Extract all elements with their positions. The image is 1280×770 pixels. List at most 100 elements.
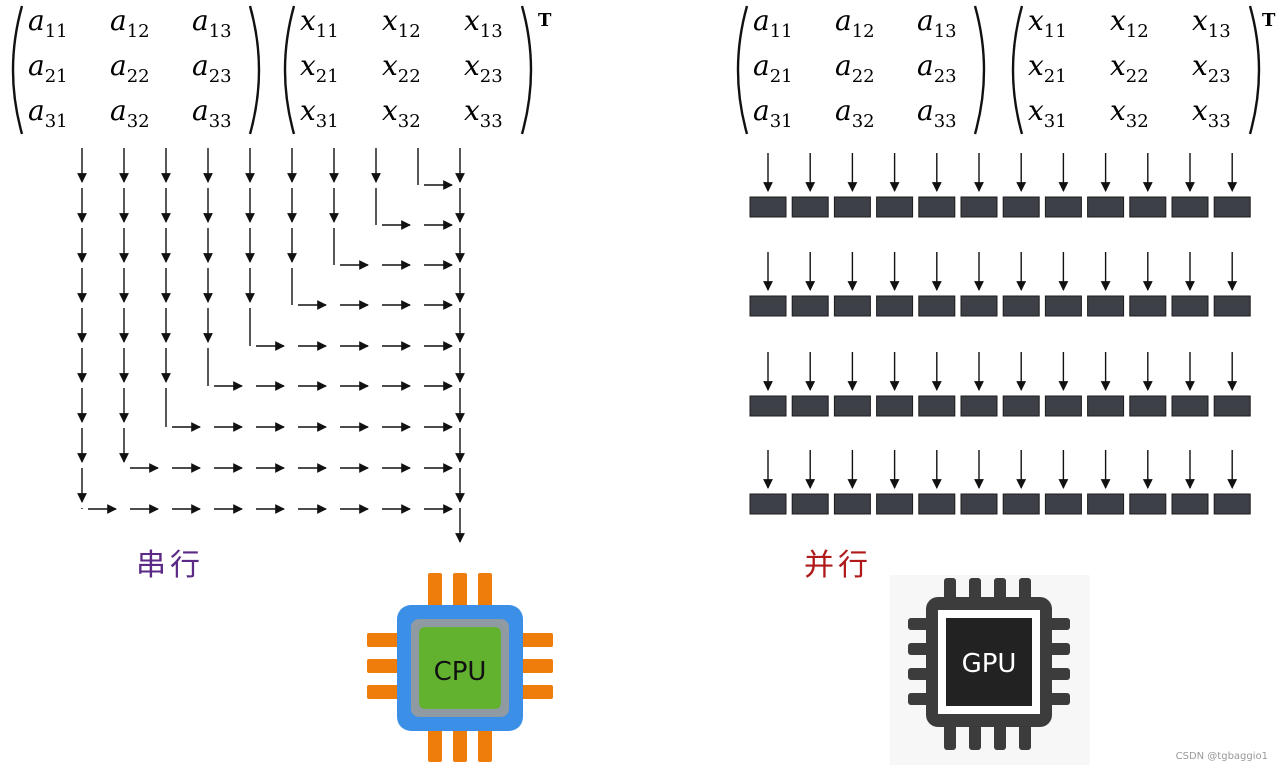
matrix-entry: x32 — [382, 94, 421, 132]
gpu-core-block — [1171, 493, 1209, 515]
matrix-entry: a33 — [192, 94, 232, 132]
gpu-core-block — [1171, 196, 1209, 218]
gpu-core-block — [918, 493, 956, 515]
gpu-core-block — [1002, 395, 1040, 417]
gpu-core-block — [1129, 196, 1167, 218]
gpu-core-block — [1171, 395, 1209, 417]
matrix-left-paren — [1011, 5, 1024, 135]
gpu-core-block — [1087, 493, 1125, 515]
gpu-core-block — [1213, 295, 1251, 317]
matrix-entry: x22 — [1110, 49, 1149, 87]
gpu-core-block — [749, 295, 787, 317]
gpu-core-block — [1002, 196, 1040, 218]
matrix-entry: x23 — [464, 49, 503, 87]
gpu-core-block — [791, 493, 829, 515]
matrix-entry: x12 — [382, 4, 421, 42]
matrix-entry: a12 — [835, 4, 875, 42]
gpu-core-block — [1044, 395, 1082, 417]
gpu-core-block — [960, 196, 998, 218]
cpu-chip-icon: CPU — [367, 573, 553, 762]
gpu-core-block — [960, 493, 998, 515]
matrix-entry: a32 — [110, 94, 150, 132]
gpu-core-block — [791, 395, 829, 417]
gpu-core-block — [960, 295, 998, 317]
matrix-entry: a32 — [835, 94, 875, 132]
matrix-entry: x11 — [300, 4, 339, 42]
matrix-entry: a12 — [110, 4, 150, 42]
matrix-entry: x12 — [1110, 4, 1149, 42]
gpu-core-block — [1087, 395, 1125, 417]
matrix-entry: a13 — [917, 4, 957, 42]
gpu-core-block — [918, 395, 956, 417]
gpu-core-block — [1213, 196, 1251, 218]
gpu-core-block — [749, 196, 787, 218]
gpu-chip-label: GPU — [962, 649, 1017, 679]
matrix-right-paren — [1248, 5, 1261, 135]
gpu-core-block — [918, 196, 956, 218]
gpu-core-block — [833, 395, 871, 417]
matrix-entry: a11 — [28, 4, 68, 42]
matrix-entry: x33 — [1192, 94, 1231, 132]
matrix-left-paren — [736, 5, 749, 135]
matrix-entry: x23 — [1192, 49, 1231, 87]
gpu-core-block — [876, 493, 914, 515]
matrix-left-paren — [283, 5, 296, 135]
gpu-core-block — [749, 493, 787, 515]
matrix-entry: a21 — [753, 49, 793, 87]
left-transpose-mark: T — [538, 10, 552, 31]
matrix-entry: a31 — [753, 94, 793, 132]
matrix-entry: a21 — [28, 49, 68, 87]
matrix-entry: a11 — [753, 4, 793, 42]
matrix-entry: x31 — [300, 94, 339, 132]
matrix-entry: a22 — [835, 49, 875, 87]
gpu-core-block — [1044, 196, 1082, 218]
gpu-core-block — [833, 196, 871, 218]
gpu-core-block — [791, 295, 829, 317]
parallel-label: 并行 — [804, 548, 872, 583]
gpu-core-block — [1044, 295, 1082, 317]
gpu-core-block — [1087, 196, 1125, 218]
gpu-core-block — [833, 493, 871, 515]
gpu-core-block — [1044, 493, 1082, 515]
matrix-entry: a33 — [917, 94, 957, 132]
matrix-right-paren — [520, 5, 533, 135]
gpu-core-block — [791, 196, 829, 218]
gpu-chip-icon: GPU — [890, 575, 1090, 765]
matrix-right-paren — [973, 5, 986, 135]
gpu-core-block — [833, 295, 871, 317]
matrix-entry: a13 — [192, 4, 232, 42]
parallel-core-grid — [749, 153, 1251, 515]
gpu-core-block — [1213, 395, 1251, 417]
gpu-core-block — [1171, 295, 1209, 317]
matrix-entry: x13 — [1192, 4, 1231, 42]
gpu-core-block — [1129, 493, 1167, 515]
gpu-core-block — [1002, 295, 1040, 317]
gpu-core-block — [876, 196, 914, 218]
matrix-entry: x31 — [1028, 94, 1067, 132]
matrix-entry: a23 — [917, 49, 957, 87]
gpu-core-block — [876, 395, 914, 417]
matrix-entry: x21 — [1028, 49, 1067, 87]
gpu-core-block — [960, 395, 998, 417]
gpu-core-block — [1213, 493, 1251, 515]
gpu-core-block — [1129, 295, 1167, 317]
gpu-core-block — [1087, 295, 1125, 317]
serial-label: 串行 — [136, 548, 204, 583]
matrix-entry: a22 — [110, 49, 150, 87]
matrix-left-paren — [11, 5, 24, 135]
gpu-core-block — [1129, 395, 1167, 417]
matrix-right-paren — [248, 5, 261, 135]
gpu-core-block — [918, 295, 956, 317]
matrix-entry: a23 — [192, 49, 232, 87]
matrix-entry: x32 — [1110, 94, 1149, 132]
gpu-core-block — [749, 395, 787, 417]
gpu-core-block — [876, 295, 914, 317]
matrix-entry: x33 — [464, 94, 503, 132]
gpu-core-block — [1002, 493, 1040, 515]
right-transpose-mark: T — [1262, 10, 1276, 31]
serial-flow-arrows — [77, 148, 465, 543]
